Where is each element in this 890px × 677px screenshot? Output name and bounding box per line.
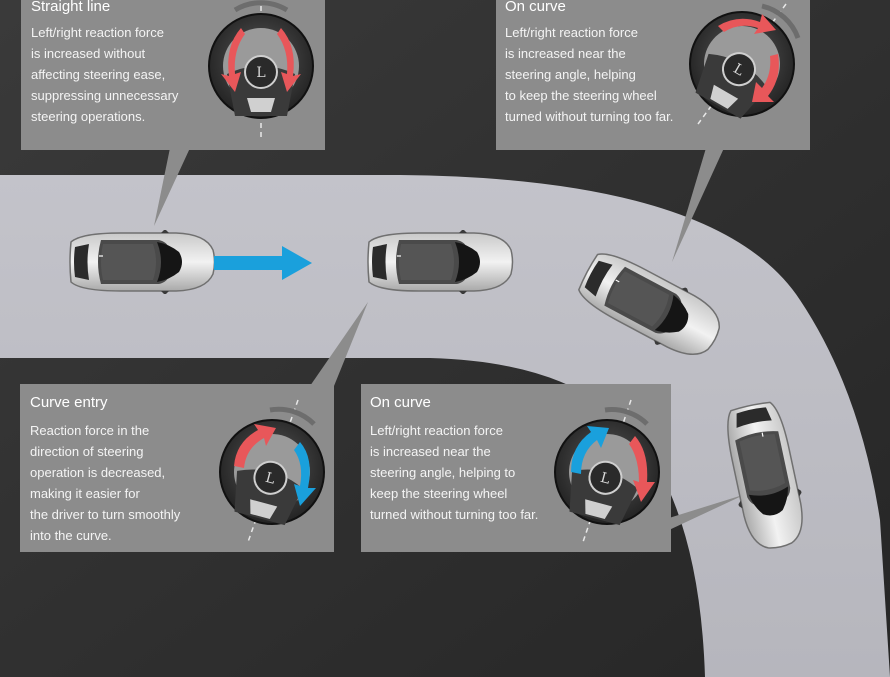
steering-wheel-icon: L: [208, 0, 314, 140]
steering-wheel-icon: L: [554, 399, 660, 543]
reaction-arrow-blue: [294, 442, 316, 506]
panel-body: Left/right reaction force is increased n…: [505, 25, 674, 124]
reaction-arrow-red: [629, 436, 655, 502]
panel-title: On curve: [505, 0, 566, 15]
panel-body: Left/right reaction force is increased n…: [370, 423, 539, 522]
steering-wheel-icon: L: [689, 3, 801, 125]
steering-wheel-icon: L: [219, 399, 325, 543]
reaction-arrow-right: [277, 28, 301, 92]
panel-straight-line: Straight line Left/right reaction force …: [21, 0, 325, 150]
svg-text:L: L: [264, 470, 277, 488]
right-arrow-icon: [214, 246, 312, 280]
panel-title: Curve entry: [30, 394, 108, 411]
panel-body: Left/right reaction force is increased w…: [31, 25, 179, 124]
svg-text:L: L: [256, 65, 265, 81]
reaction-arrow-lower: [752, 54, 779, 102]
reaction-arrow-blue: [571, 426, 609, 474]
reaction-arrow-left: [221, 28, 245, 92]
svg-text:L: L: [599, 470, 612, 488]
car-on-curve-2: [718, 400, 812, 550]
reaction-arrow-red: [234, 424, 276, 468]
panel-title: Straight line: [31, 0, 111, 15]
direction-arrow: [214, 246, 312, 280]
car-on-curve-1: [571, 250, 732, 360]
panel-title: On curve: [370, 394, 431, 411]
panel-on-curve-top: On curve Left/right reaction force is in…: [496, 0, 810, 150]
panel-curve-entry: Curve entry Reaction force in the direct…: [20, 384, 334, 552]
car-curve-entry: [367, 230, 514, 294]
car-straight: [69, 230, 216, 294]
reaction-arrow-upper: [718, 14, 776, 34]
panel-body: Reaction force in the direction of steer…: [30, 423, 181, 543]
panel-on-curve-bottom: On curve Left/right reaction force is in…: [361, 384, 671, 552]
